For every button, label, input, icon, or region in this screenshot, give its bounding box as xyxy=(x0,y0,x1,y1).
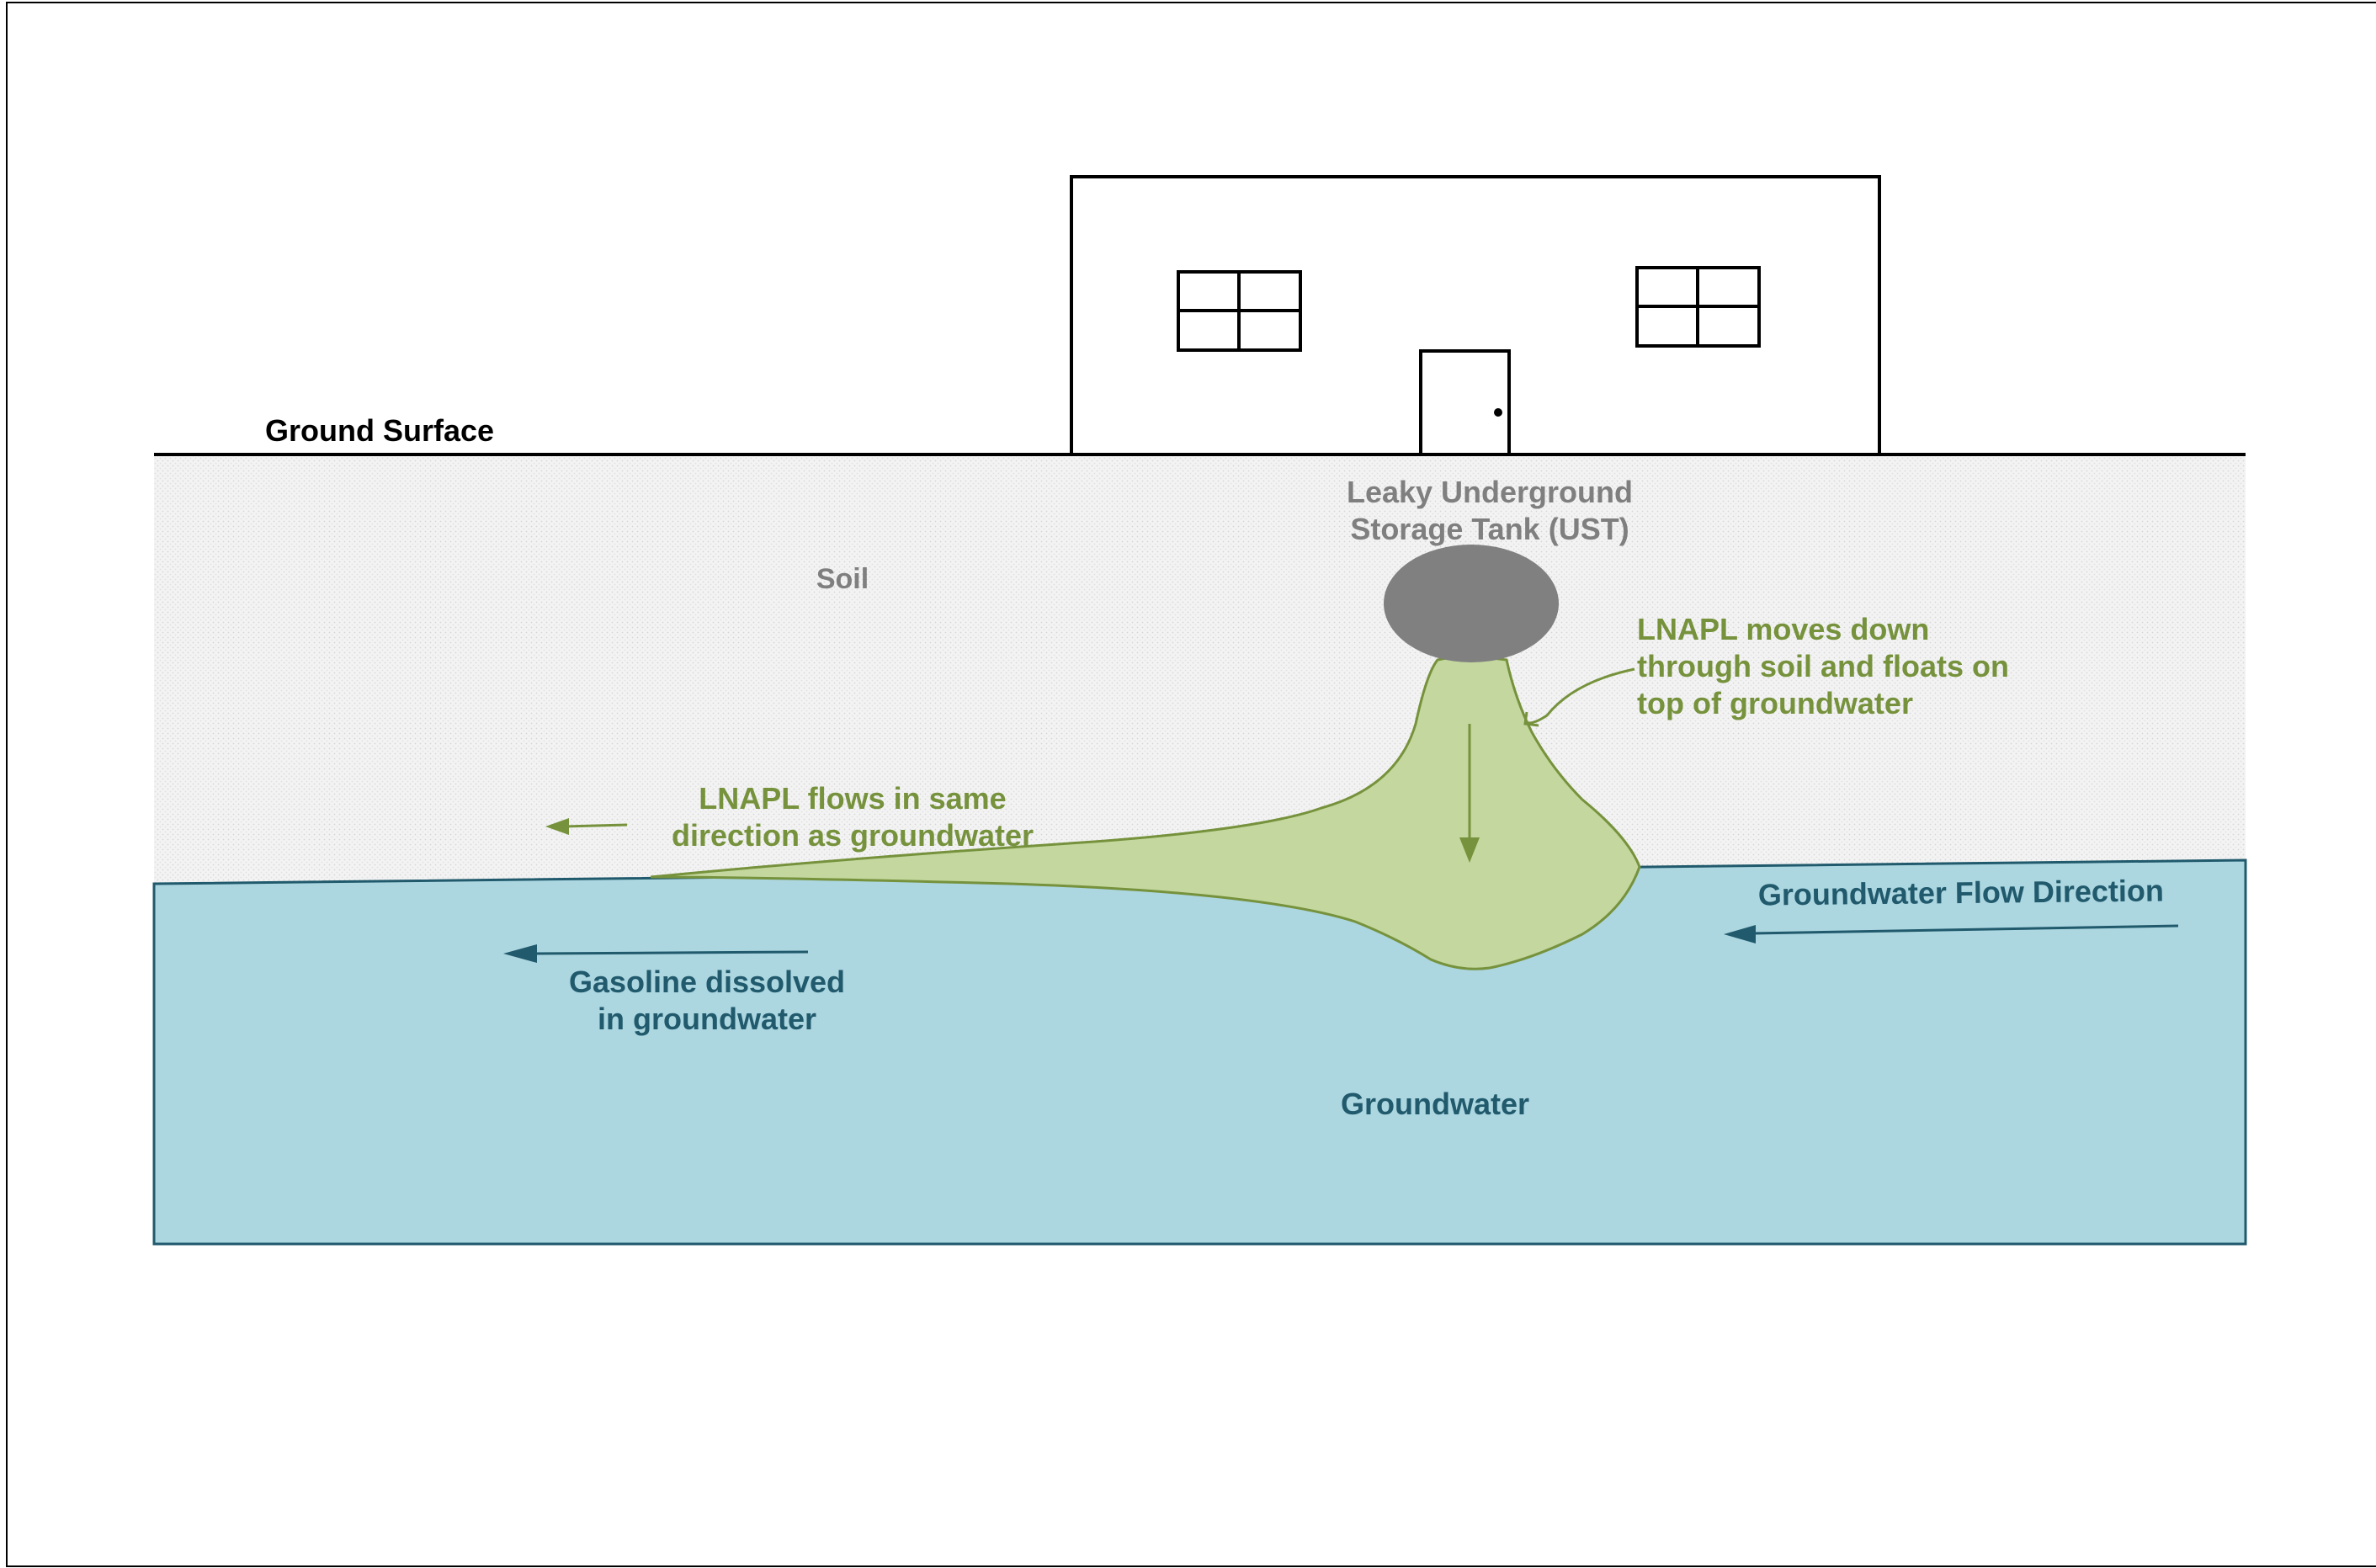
window-left xyxy=(1177,270,1302,352)
page-frame xyxy=(6,2,2376,1567)
ground-surface-label: Ground Surface xyxy=(265,413,494,448)
underground-storage-tank xyxy=(1384,545,1559,662)
window-right xyxy=(1635,266,1761,348)
lnapl-callout-line xyxy=(1524,667,1635,725)
house xyxy=(1070,175,1881,456)
ust-label-line2: Storage Tank (UST) xyxy=(1350,512,1629,546)
soil-layer xyxy=(154,454,2246,884)
door xyxy=(1419,349,1511,456)
lnapl-flow-arrow xyxy=(545,818,628,835)
lnapl-plume xyxy=(650,655,1641,970)
lnapl-moves-label-line2: through soil and floats on xyxy=(1637,649,2009,683)
dissolved-gasoline-arrow xyxy=(503,944,809,963)
groundwater-label: Groundwater xyxy=(1341,1087,1529,1121)
groundwater-flow-direction-label: Groundwater Flow Direction xyxy=(1758,873,2164,912)
lnapl-callout-arrowhead xyxy=(1523,711,1539,727)
lnapl-down-arrow xyxy=(1459,724,1480,863)
ust-label-line1: Leaky Underground xyxy=(1347,475,1633,509)
lnapl-moves-label-line3: top of groundwater xyxy=(1637,686,1913,720)
dissolved-gasoline-label-line1: Gasoline dissolved xyxy=(569,965,845,999)
door-knob xyxy=(1494,408,1502,417)
groundwater-layer xyxy=(152,858,2247,1246)
soil-label: Soil xyxy=(816,563,869,595)
lnapl-flows-label-line1: LNAPL flows in same xyxy=(699,781,1006,816)
dissolved-gasoline-label-line2: in groundwater xyxy=(598,1002,816,1036)
lnapl-flows-label-line2: direction as groundwater xyxy=(672,818,1034,853)
lnapl-moves-label-line1: LNAPL moves down xyxy=(1637,612,1929,646)
groundwater-flow-arrow xyxy=(1724,924,2179,943)
